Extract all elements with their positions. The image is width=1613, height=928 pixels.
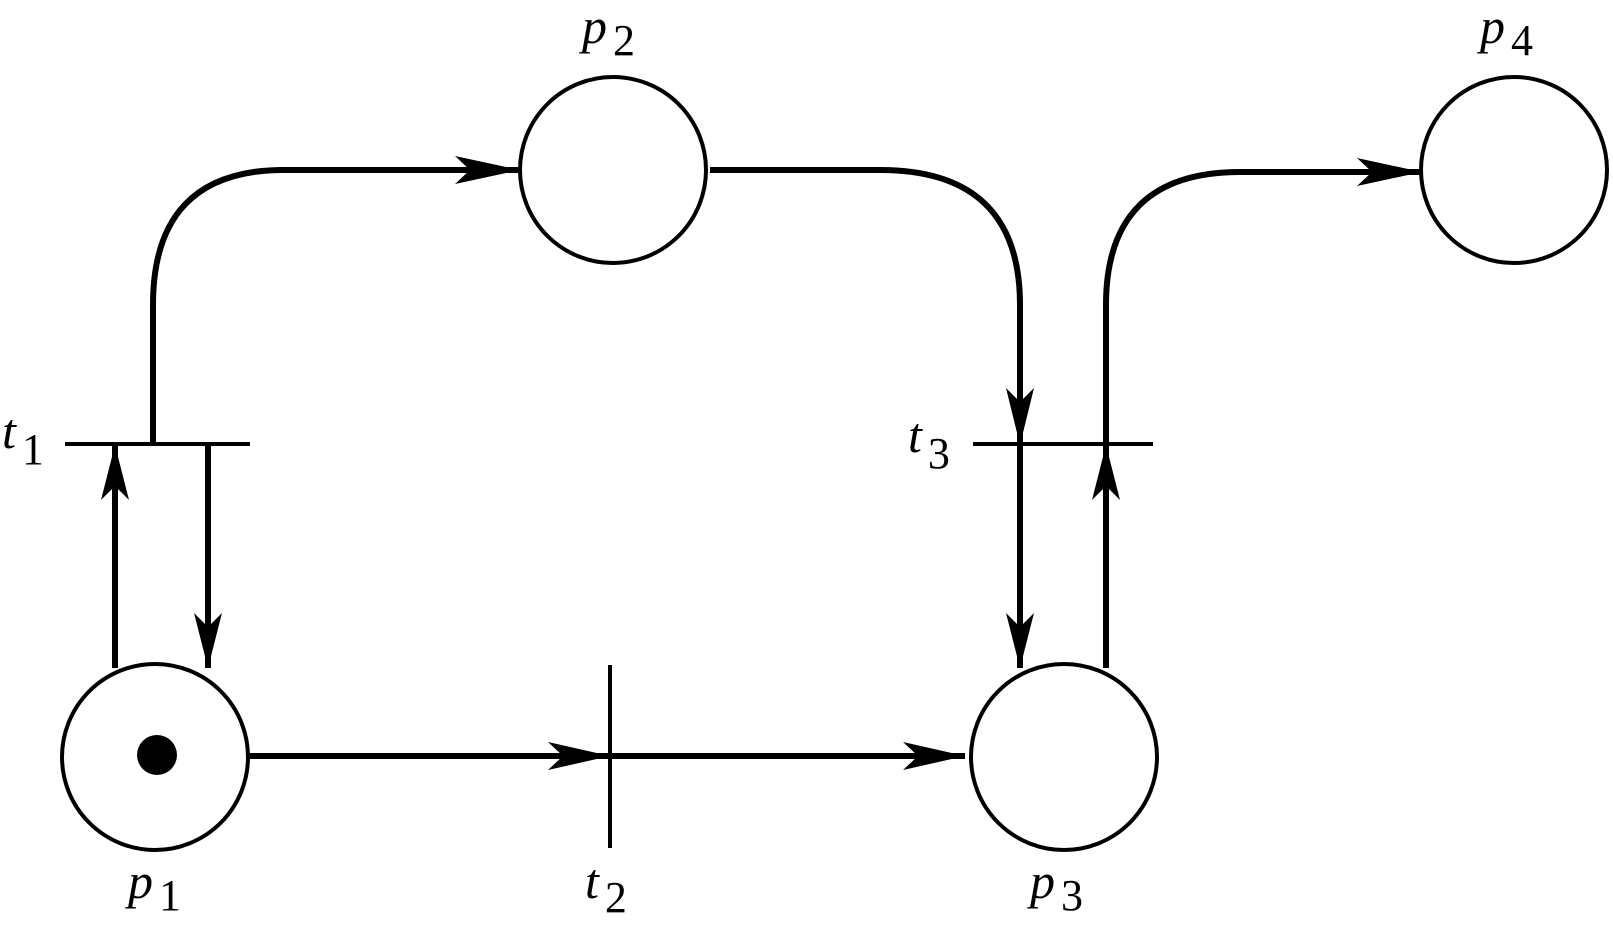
token <box>137 735 177 775</box>
arrowhead-t1-p2 <box>455 156 520 184</box>
arc-p2-t3 <box>710 167 1023 445</box>
arc-t3-p4 <box>1103 169 1422 445</box>
arrowhead-p1-t2 <box>548 742 610 770</box>
place-p3 <box>969 662 1159 852</box>
arrowhead-p2-t3 <box>1006 388 1034 445</box>
transitions <box>65 442 1153 848</box>
arrowhead-t3-p4 <box>1357 158 1422 186</box>
arc-t1-p2 <box>150 167 520 445</box>
arrowhead-t2-p3 <box>903 742 965 770</box>
arrowhead-t3-p3 <box>1006 613 1034 668</box>
arrowhead-t1-p1 <box>194 613 222 668</box>
place-p4 <box>1419 75 1609 265</box>
places <box>60 75 1609 852</box>
arcs <box>101 156 1422 770</box>
arrowhead-p1-t1 <box>101 445 129 500</box>
arrowhead-p3-t3 <box>1092 445 1120 500</box>
place-p2 <box>518 75 708 265</box>
